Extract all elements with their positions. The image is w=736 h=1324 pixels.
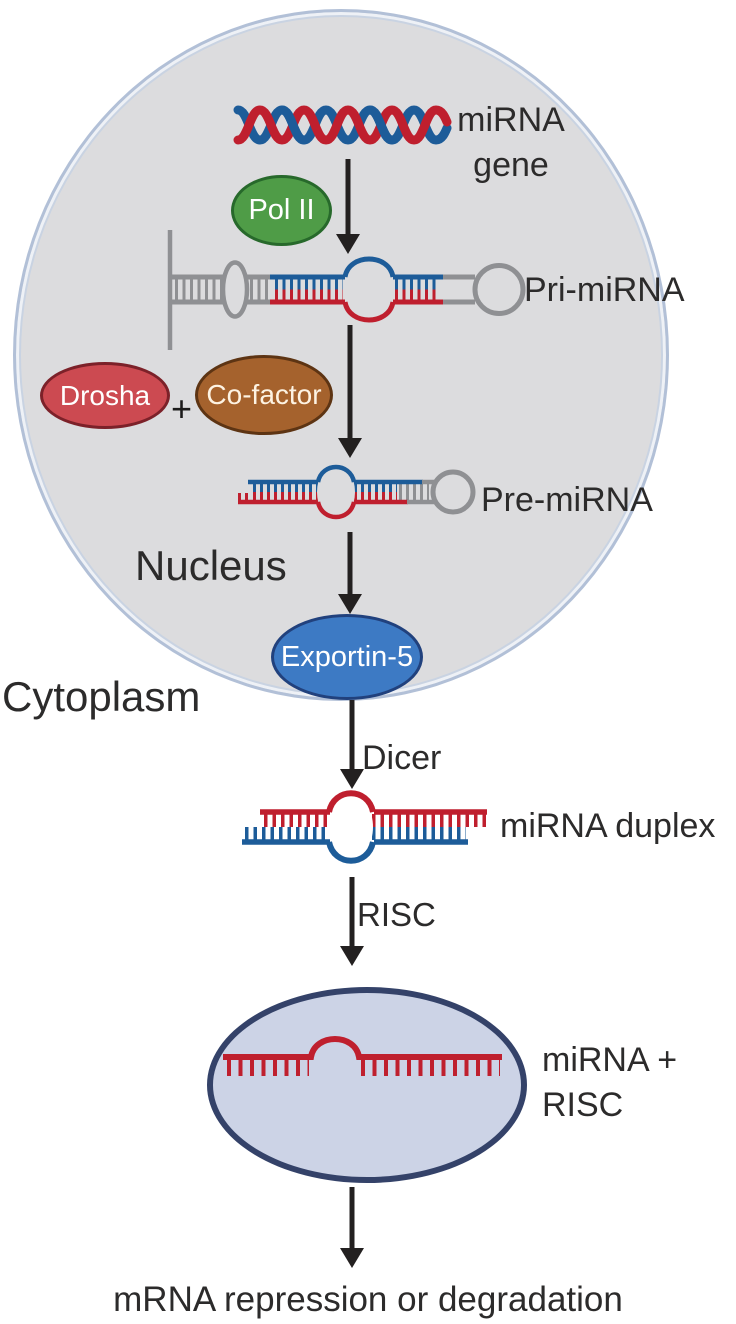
- risc-label: RISC: [357, 896, 436, 933]
- cytoplasm-label: Cytoplasm: [2, 673, 201, 720]
- pol2-node: Pol II: [231, 175, 332, 246]
- mirna-gene-helix-icon: [233, 105, 452, 145]
- dicer-label: Dicer: [362, 739, 442, 777]
- cofactor-label: Co-factor: [206, 379, 322, 410]
- pre-mirna-structure: [238, 464, 476, 520]
- arrow-drosha-processing: [338, 325, 362, 458]
- pri-mirna-structure: [167, 230, 526, 350]
- risc-mirna-strand: [223, 1036, 502, 1076]
- arrow-transcription: [336, 159, 360, 254]
- outcome-label: mRNA repression or degradation: [113, 1280, 623, 1319]
- cofactor-node: Co-factor: [195, 355, 333, 435]
- pol2-label: Pol II: [248, 194, 315, 226]
- exportin5-node: Exportin-5: [271, 614, 423, 700]
- arrow-export: [338, 532, 362, 614]
- exportin5-label: Exportin-5: [280, 640, 414, 673]
- plus-sign: +: [171, 388, 193, 429]
- pri-mirna-label: Pri-miRNA: [524, 271, 685, 309]
- mirna-plus-risc-label: miRNA + RISC: [542, 1041, 678, 1124]
- mirna-duplex-label: miRNA duplex: [500, 807, 716, 845]
- helix-strand-red: [233, 105, 452, 145]
- mirna-duplex-structure: [242, 790, 487, 864]
- arrow-outcome: [340, 1187, 364, 1268]
- nucleus-label: Nucleus: [135, 542, 287, 589]
- arrow-dicer-cleavage: [340, 700, 364, 789]
- pre-mirna-label: Pre-miRNA: [481, 481, 653, 519]
- risc-complex: [207, 987, 527, 1183]
- drosha-label: Drosha: [59, 379, 151, 411]
- mirna-gene-label: miRNA gene: [457, 101, 565, 184]
- drosha-node: Drosha: [40, 362, 170, 429]
- helix-strand-blue-over: [277, 105, 397, 145]
- arrow-risc-loading: [340, 877, 364, 966]
- helix-strand-blue: [233, 105, 452, 145]
